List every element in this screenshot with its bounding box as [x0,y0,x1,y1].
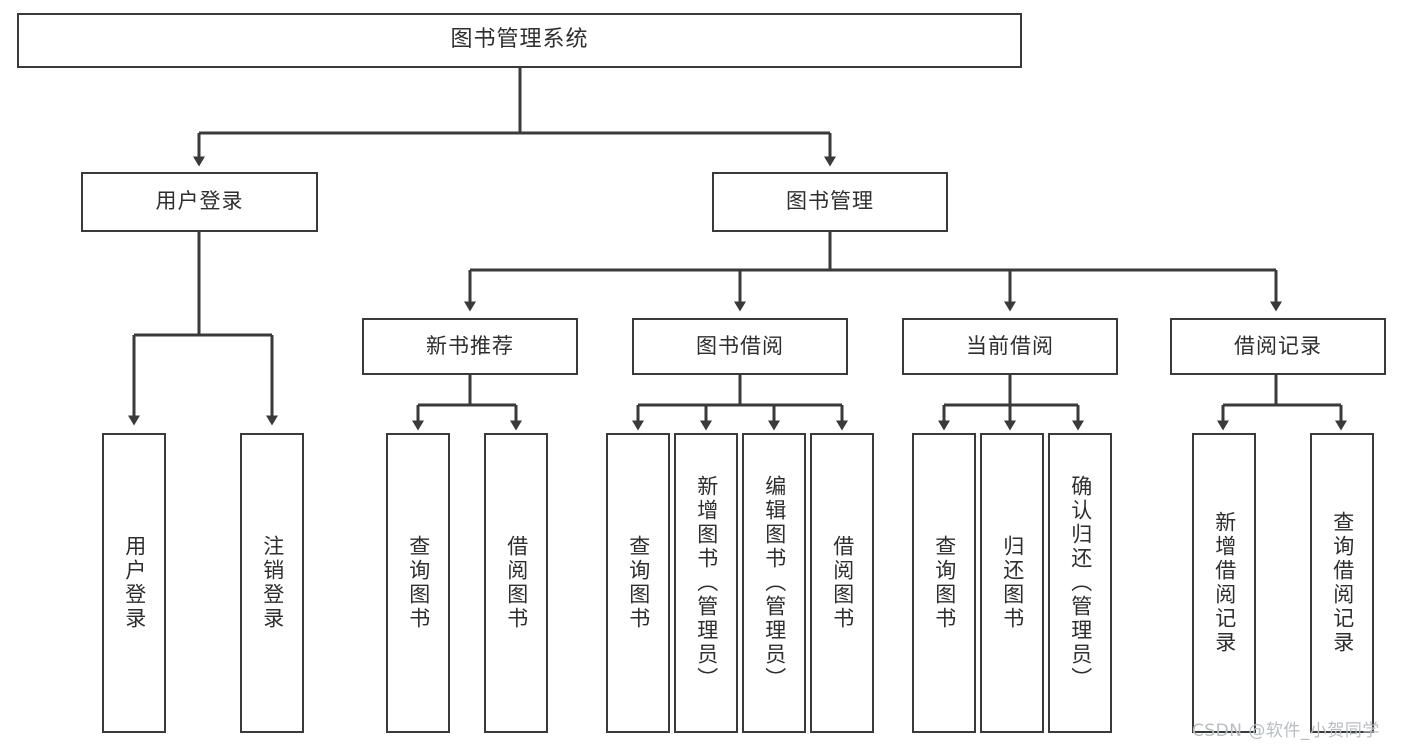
node-label: 图书管理 [786,189,874,214]
leaf-new-book-borrow[interactable]: 借阅图书 [484,433,548,733]
leaf-current-borrow-return[interactable]: 归还图书 [980,433,1044,733]
node-label: 图书管理系统 [450,27,589,53]
node-label: 图书借阅 [696,333,784,358]
leaf-user-login-logout[interactable]: 注销登录 [240,433,304,733]
leaf-label: 用户登录 [122,535,147,631]
node-book-management[interactable]: 图书管理 [712,172,948,232]
node-book-borrow[interactable]: 图书借阅 [632,318,848,375]
leaf-label: 注销登录 [260,535,285,631]
leaf-current-borrow-query[interactable]: 查询图书 [912,433,976,733]
leaf-label: 查询借阅记录 [1330,511,1355,655]
leaf-label: 编辑图书（管理员） [762,475,787,691]
leaf-label: 新增图书（管理员） [694,475,719,691]
leaf-label: 借阅图书 [830,535,855,631]
node-root-system[interactable]: 图书管理系统 [17,13,1022,68]
leaf-borrow-record-query[interactable]: 查询借阅记录 [1310,433,1374,733]
leaf-current-borrow-confirm-return[interactable]: 确认归还（管理员） [1048,433,1112,733]
leaf-label: 查询图书 [406,535,431,631]
leaf-label: 查询图书 [932,535,957,631]
leaf-book-borrow-add[interactable]: 新增图书（管理员） [674,433,738,733]
leaf-user-login-login[interactable]: 用户登录 [102,433,166,733]
node-borrow-record[interactable]: 借阅记录 [1170,318,1386,375]
leaf-label: 查询图书 [626,535,651,631]
leaf-label: 确认归还（管理员） [1068,475,1093,691]
node-user-login[interactable]: 用户登录 [81,172,318,232]
node-label: 当前借阅 [966,333,1054,358]
leaf-label: 新增借阅记录 [1212,511,1237,655]
leaf-book-borrow-borrow[interactable]: 借阅图书 [810,433,874,733]
leaf-label: 归还图书 [1000,535,1025,631]
csdn-watermark: CSDN @软件_小贺同学 [1192,721,1380,741]
node-label: 借阅记录 [1234,333,1322,358]
leaf-new-book-query[interactable]: 查询图书 [386,433,450,733]
leaf-borrow-record-add[interactable]: 新增借阅记录 [1192,433,1256,733]
leaf-book-borrow-edit[interactable]: 编辑图书（管理员） [742,433,806,733]
node-label: 用户登录 [155,189,244,214]
node-new-book-recommend[interactable]: 新书推荐 [362,318,578,375]
leaf-book-borrow-query[interactable]: 查询图书 [606,433,670,733]
node-label: 新书推荐 [426,333,514,358]
leaf-label: 借阅图书 [504,535,529,631]
node-current-borrow[interactable]: 当前借阅 [902,318,1118,375]
